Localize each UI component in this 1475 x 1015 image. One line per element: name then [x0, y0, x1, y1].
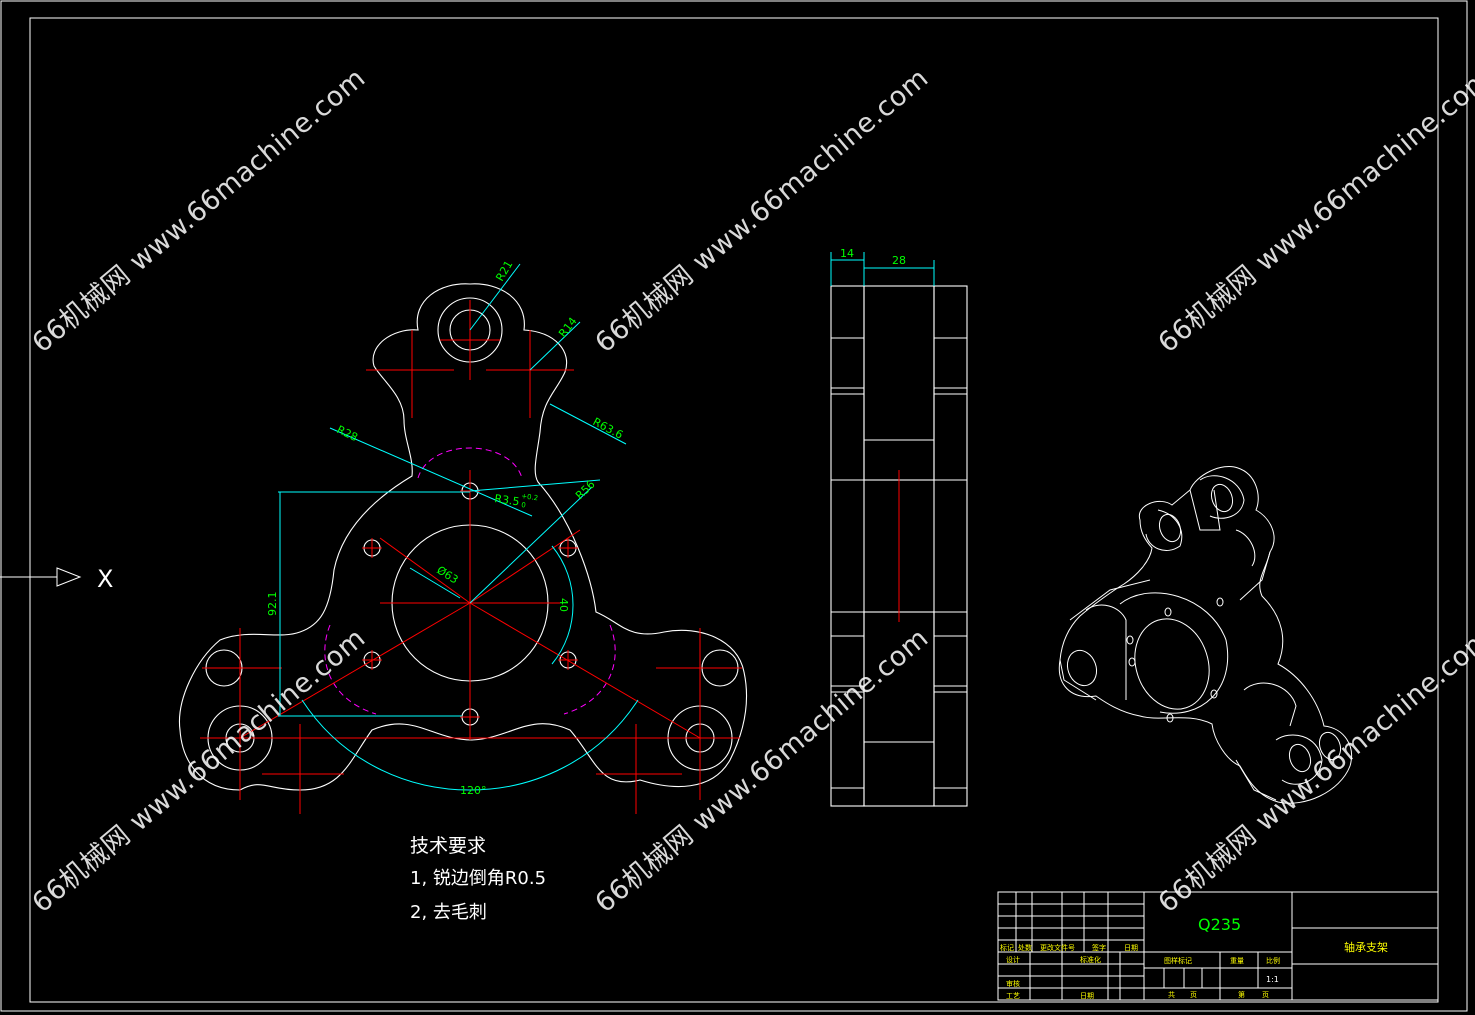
dim-r3-5-tol-upper: +0.2 — [521, 492, 539, 502]
front-view-outline — [178, 283, 748, 791]
notes-title: 技术要求 — [410, 835, 486, 857]
tb-part-name: 轴承支架 — [1344, 940, 1388, 954]
tb-date2: 日期 — [1080, 992, 1094, 1000]
tb-review: 审核 — [1006, 979, 1020, 988]
tb-mark: 标记 — [1000, 943, 1014, 952]
dim-r3-5-tol-lower: 0 — [521, 501, 527, 510]
dim-40: 40 — [557, 598, 570, 612]
title-block — [997, 891, 1439, 1001]
tb-material: Q235 — [1198, 915, 1241, 934]
tb-stage-mark: 图样标记 — [1164, 956, 1192, 965]
title-block-texts: 标记 处数 更改文件号 签字 日期 设计 标准化 审核 工艺 日期 图样标记 重… — [1000, 943, 1280, 1000]
view-marker-x: X — [97, 565, 113, 593]
front-view-centerlines — [200, 300, 742, 814]
side-view-dimensions — [830, 252, 935, 286]
front-view-hidden — [324, 447, 616, 715]
side-view: 14 28 — [830, 247, 968, 807]
tb-page2: 页 — [1262, 991, 1269, 999]
dim-r63-6: R63.6 — [591, 415, 625, 442]
dim-r14: R14 — [556, 315, 580, 340]
notes-item-2: 2, 去毛刺 — [410, 902, 487, 923]
tb-weight: 重量 — [1230, 957, 1244, 965]
front-view-dimensions — [278, 263, 639, 791]
notes-item-1: 1, 锐边倒角R0.5 — [410, 868, 546, 889]
dim-phi63: Ø63 — [434, 564, 460, 587]
dim-14: 14 — [840, 247, 854, 260]
tb-sheet: 第 — [1238, 990, 1245, 999]
dim-r28: R28 — [335, 423, 360, 444]
tb-change-doc: 更改文件号 — [1040, 943, 1075, 952]
dim-r3-5: R3.5 — [494, 492, 521, 508]
view-arrow — [0, 567, 82, 587]
tb-ratio: 比例 — [1266, 956, 1280, 965]
isometric-view — [1058, 466, 1352, 804]
dim-92-1: 92.1 — [266, 592, 279, 617]
tb-total: 共 — [1168, 990, 1175, 999]
tb-sign: 签字 — [1092, 943, 1106, 952]
dim-r56: R56 — [573, 478, 598, 502]
tb-standardize: 标准化 — [1080, 955, 1101, 964]
dim-120: 120° — [460, 784, 487, 797]
front-view: R21 R14 R63.6 R28 R3.5 +0.2 0 R56 Ø63 92… — [178, 258, 748, 814]
tb-scale: 1:1 — [1266, 975, 1279, 984]
dim-r21: R21 — [493, 258, 515, 283]
tb-count: 处数 — [1018, 943, 1032, 952]
technical-notes: 技术要求 1, 锐边倒角R0.5 2, 去毛刺 — [410, 835, 546, 923]
tb-page: 页 — [1190, 991, 1197, 999]
tb-date: 日期 — [1124, 944, 1138, 952]
tb-process: 工艺 — [1006, 992, 1020, 1000]
side-view-outline — [830, 285, 968, 807]
dim-28: 28 — [892, 254, 906, 267]
tb-designer: 设计 — [1006, 955, 1020, 964]
